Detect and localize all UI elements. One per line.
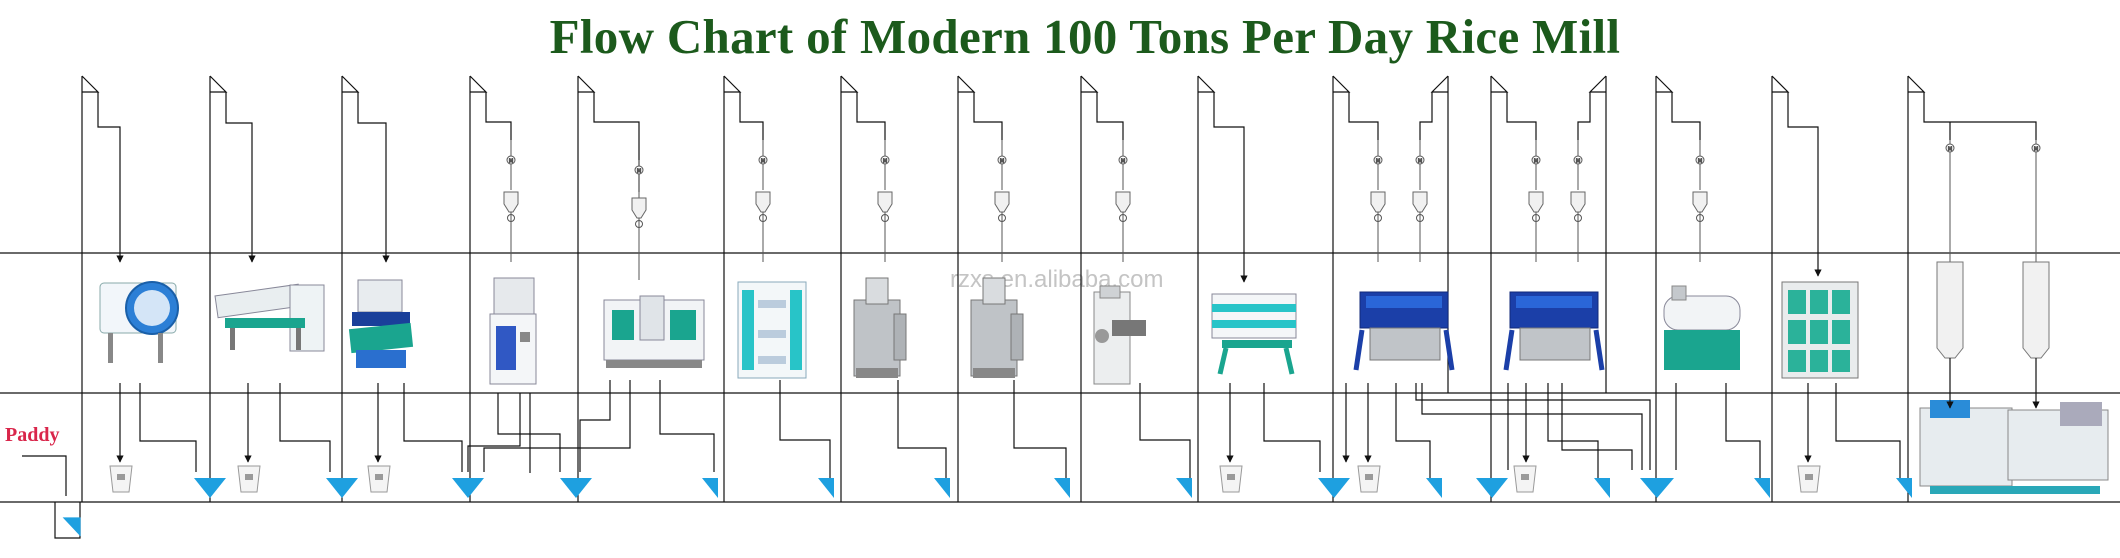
plansifter-icon [1781, 281, 1859, 379]
vibrating-cleaner-icon [214, 283, 325, 352]
packing-bins [1936, 261, 2050, 359]
paddy-separator-icon [603, 295, 705, 368]
conveyor-hoppers [194, 478, 1912, 498]
floor-lines [0, 252, 2120, 503]
paddy-input-label: Paddy [5, 424, 60, 446]
page-title: Flow Chart of Modern 100 Tons Per Day Ri… [549, 9, 1621, 64]
rice-grader-icon [1211, 293, 1297, 375]
collection-buckets [109, 465, 1821, 493]
lower-connections [116, 358, 2040, 478]
length-grader-icon [1663, 285, 1741, 370]
whitener-icon-1 [853, 277, 907, 378]
grader-icon [737, 281, 807, 379]
color-sorter-icon-1 [1353, 291, 1455, 371]
drum-cleaner-icon [99, 281, 179, 363]
whitener-icon-2 [970, 277, 1024, 378]
paddy-feed-pit [22, 455, 81, 539]
elevator-heads [81, 75, 2037, 502]
feed-bins [503, 140, 2041, 280]
polisher-icon [1093, 285, 1146, 385]
color-sorter-icon-2 [1503, 291, 1605, 371]
husker-icon [489, 277, 537, 385]
destoner-icon [348, 279, 414, 368]
packing-machine-icon [1919, 400, 2109, 494]
